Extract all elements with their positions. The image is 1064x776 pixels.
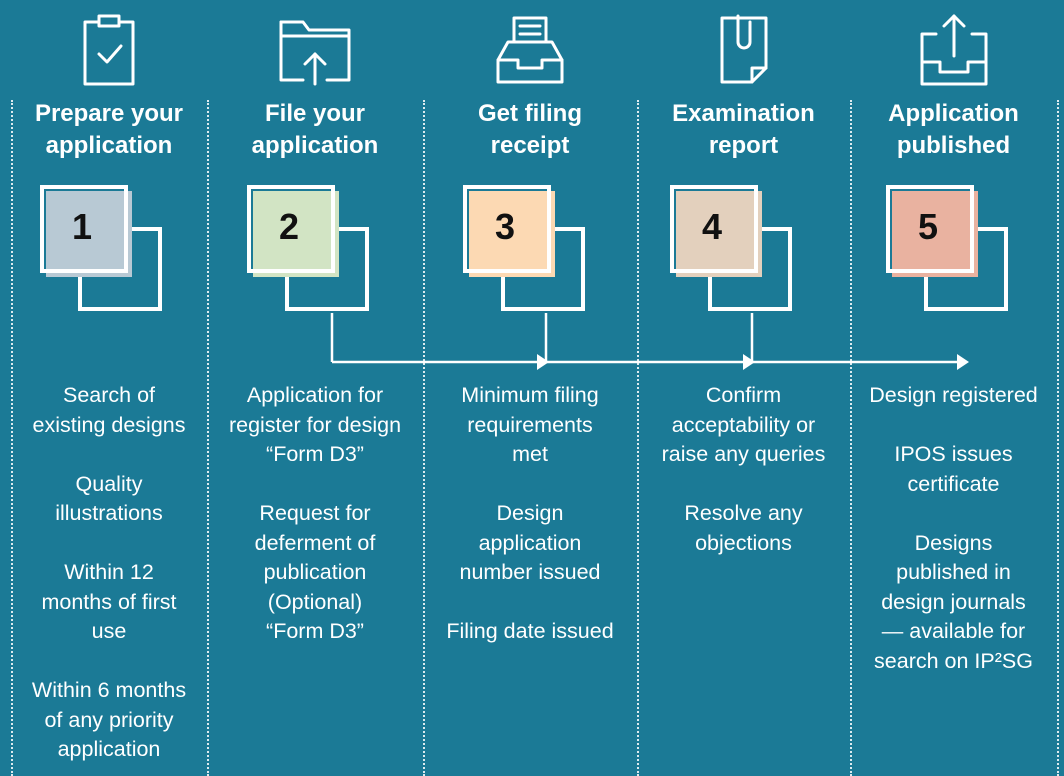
inbox-tray-icon xyxy=(490,12,570,88)
step-description: Design registered IPOS issues certificat… xyxy=(850,381,1057,706)
step-description: Confirm acceptability or raise any queri… xyxy=(637,381,850,588)
column-divider xyxy=(637,100,639,776)
step-number: 1 xyxy=(71,206,93,247)
description-item: Design registered xyxy=(869,383,1038,407)
description-item: Search of existing designs xyxy=(32,383,186,437)
step-number: 3 xyxy=(494,206,516,247)
badge-fill xyxy=(253,191,339,277)
tray-upload-icon xyxy=(914,12,994,88)
folder-upload-icon xyxy=(275,12,355,88)
badge-fill xyxy=(676,191,762,277)
description-item: Designs published in design journals — a… xyxy=(874,530,1033,673)
step-number-badge: 4 xyxy=(670,185,800,315)
badge-frame xyxy=(670,185,758,273)
badge-frame xyxy=(247,185,335,273)
badge-fill xyxy=(46,191,132,277)
step-title: Get filing receipt xyxy=(478,100,582,159)
step-description: Application for register for design “For… xyxy=(207,381,423,676)
step-title: Prepare your application xyxy=(34,100,184,159)
badge-frame xyxy=(463,185,551,273)
step-number-badge: 2 xyxy=(247,185,377,315)
column-divider xyxy=(1057,100,1059,776)
badge-fill xyxy=(469,191,555,277)
step-number-badge: 1 xyxy=(40,185,170,315)
description-item: Minimum filing requirements met xyxy=(461,383,599,466)
column-divider xyxy=(850,100,852,776)
description-item: Confirm acceptability or raise any queri… xyxy=(661,383,826,466)
step-column-3: Get filing receipt 3 Minimum filing requ… xyxy=(423,0,637,776)
description-item: Application for register for design “For… xyxy=(228,383,402,466)
step-column-4: Examination report 4 Confirm acceptabili… xyxy=(637,0,850,776)
clipboard-check-icon xyxy=(69,12,149,88)
description-item: IPOS issues certificate xyxy=(894,442,1013,496)
step-title: Application published xyxy=(888,100,1019,159)
badge-fill xyxy=(892,191,978,277)
description-item: Design application number issued xyxy=(459,501,601,584)
document-paperclip-icon xyxy=(704,12,784,88)
step-number: 5 xyxy=(917,206,939,247)
badge-frame xyxy=(40,185,128,273)
step-title: Examination report xyxy=(672,100,815,159)
step-number: 2 xyxy=(278,206,300,247)
step-number: 4 xyxy=(701,206,723,247)
column-divider xyxy=(11,100,13,776)
step-number-badge: 5 xyxy=(886,185,1016,315)
badge-frame xyxy=(886,185,974,273)
description-item: Within 12 months of first use xyxy=(41,560,177,643)
column-divider xyxy=(207,100,209,776)
description-item: Quality illustrations xyxy=(55,471,163,526)
step-title: File your application xyxy=(251,100,379,159)
column-divider xyxy=(423,100,425,776)
step-number-badge: 3 xyxy=(463,185,593,315)
step-column-1: Prepare your application 1 Search of exi… xyxy=(11,0,207,776)
description-item: Filing date issued xyxy=(446,619,614,643)
description-item: Resolve any objections xyxy=(684,501,803,555)
description-item: Request for deferment of publication (Op… xyxy=(254,501,376,643)
description-item: Within 6 months of any priority applicat… xyxy=(31,678,187,761)
step-column-2: File your application 2 Application for … xyxy=(207,0,423,776)
step-description: Search of existing designs Quality illus… xyxy=(11,381,207,776)
step-column-5: Application published 5 Design registere… xyxy=(850,0,1057,776)
step-description: Minimum filing requirements met Design a… xyxy=(423,381,637,676)
